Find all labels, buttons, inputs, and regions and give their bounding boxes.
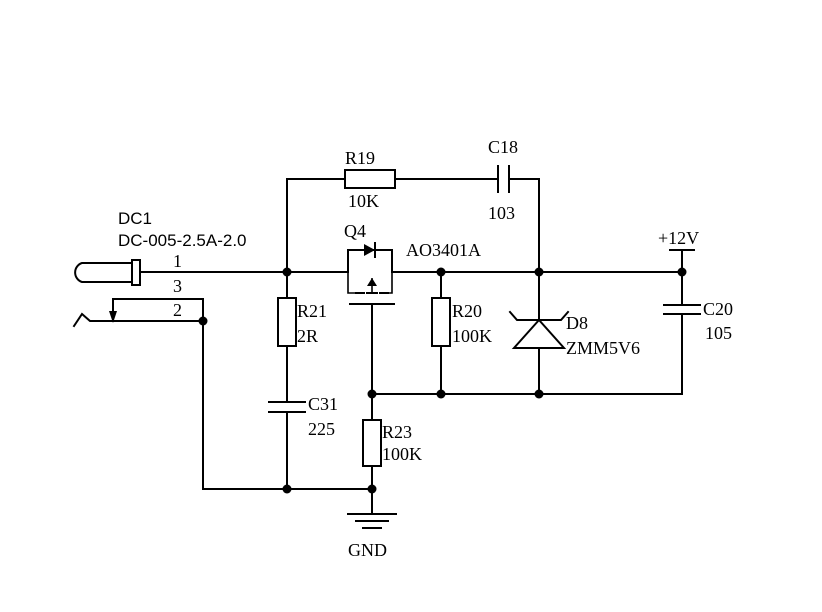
resistor-r19 <box>344 169 396 189</box>
r19-value-label: 10K <box>348 191 379 211</box>
gnd-net-label: GND <box>348 540 387 560</box>
capacitor-c31 <box>268 401 306 413</box>
dc1-value-label: DC-005-2.5A-2.0 <box>118 231 247 250</box>
dc1-ref-label: DC1 <box>118 209 152 228</box>
c18-value-label: 103 <box>488 203 515 223</box>
junction-dots <box>198 267 687 494</box>
r23-value-label: 100K <box>382 444 422 464</box>
dc1-pin2-label: 2 <box>173 300 182 320</box>
resistor-r21 <box>277 297 297 347</box>
r23-ref-label: R23 <box>382 422 412 442</box>
capacitor-c20 <box>663 304 701 315</box>
dc1-pin3-label: 3 <box>173 276 182 296</box>
zener-diode-d8 <box>508 310 570 349</box>
c31-ref-label: C31 <box>308 394 338 414</box>
vcc-net-label: +12V <box>658 228 699 248</box>
ground-symbol <box>347 513 397 529</box>
c18-ref-label: C18 <box>488 137 518 157</box>
mosfet-q4 <box>347 242 395 305</box>
dc1-pin1-label: 1 <box>173 251 182 271</box>
c31-value-label: 225 <box>308 419 335 439</box>
r20-value-label: 100K <box>452 326 492 346</box>
dc-jack-dc1 <box>72 259 204 328</box>
r20-ref-label: R20 <box>452 301 482 321</box>
r21-ref-label: R21 <box>297 301 327 321</box>
c20-value-label: 105 <box>705 323 732 343</box>
r19-ref-label: R19 <box>345 148 375 168</box>
r21-value-label: 2R <box>297 326 318 346</box>
resistor-r20 <box>431 297 451 347</box>
c20-ref-label: C20 <box>703 299 733 319</box>
resistor-r23 <box>362 419 382 467</box>
d8-value-label: ZMM5V6 <box>566 338 640 358</box>
capacitor-c18 <box>497 165 510 193</box>
q4-value-label: AO3401A <box>406 240 481 260</box>
q4-ref-label: Q4 <box>344 221 366 241</box>
d8-ref-label: D8 <box>566 313 588 333</box>
